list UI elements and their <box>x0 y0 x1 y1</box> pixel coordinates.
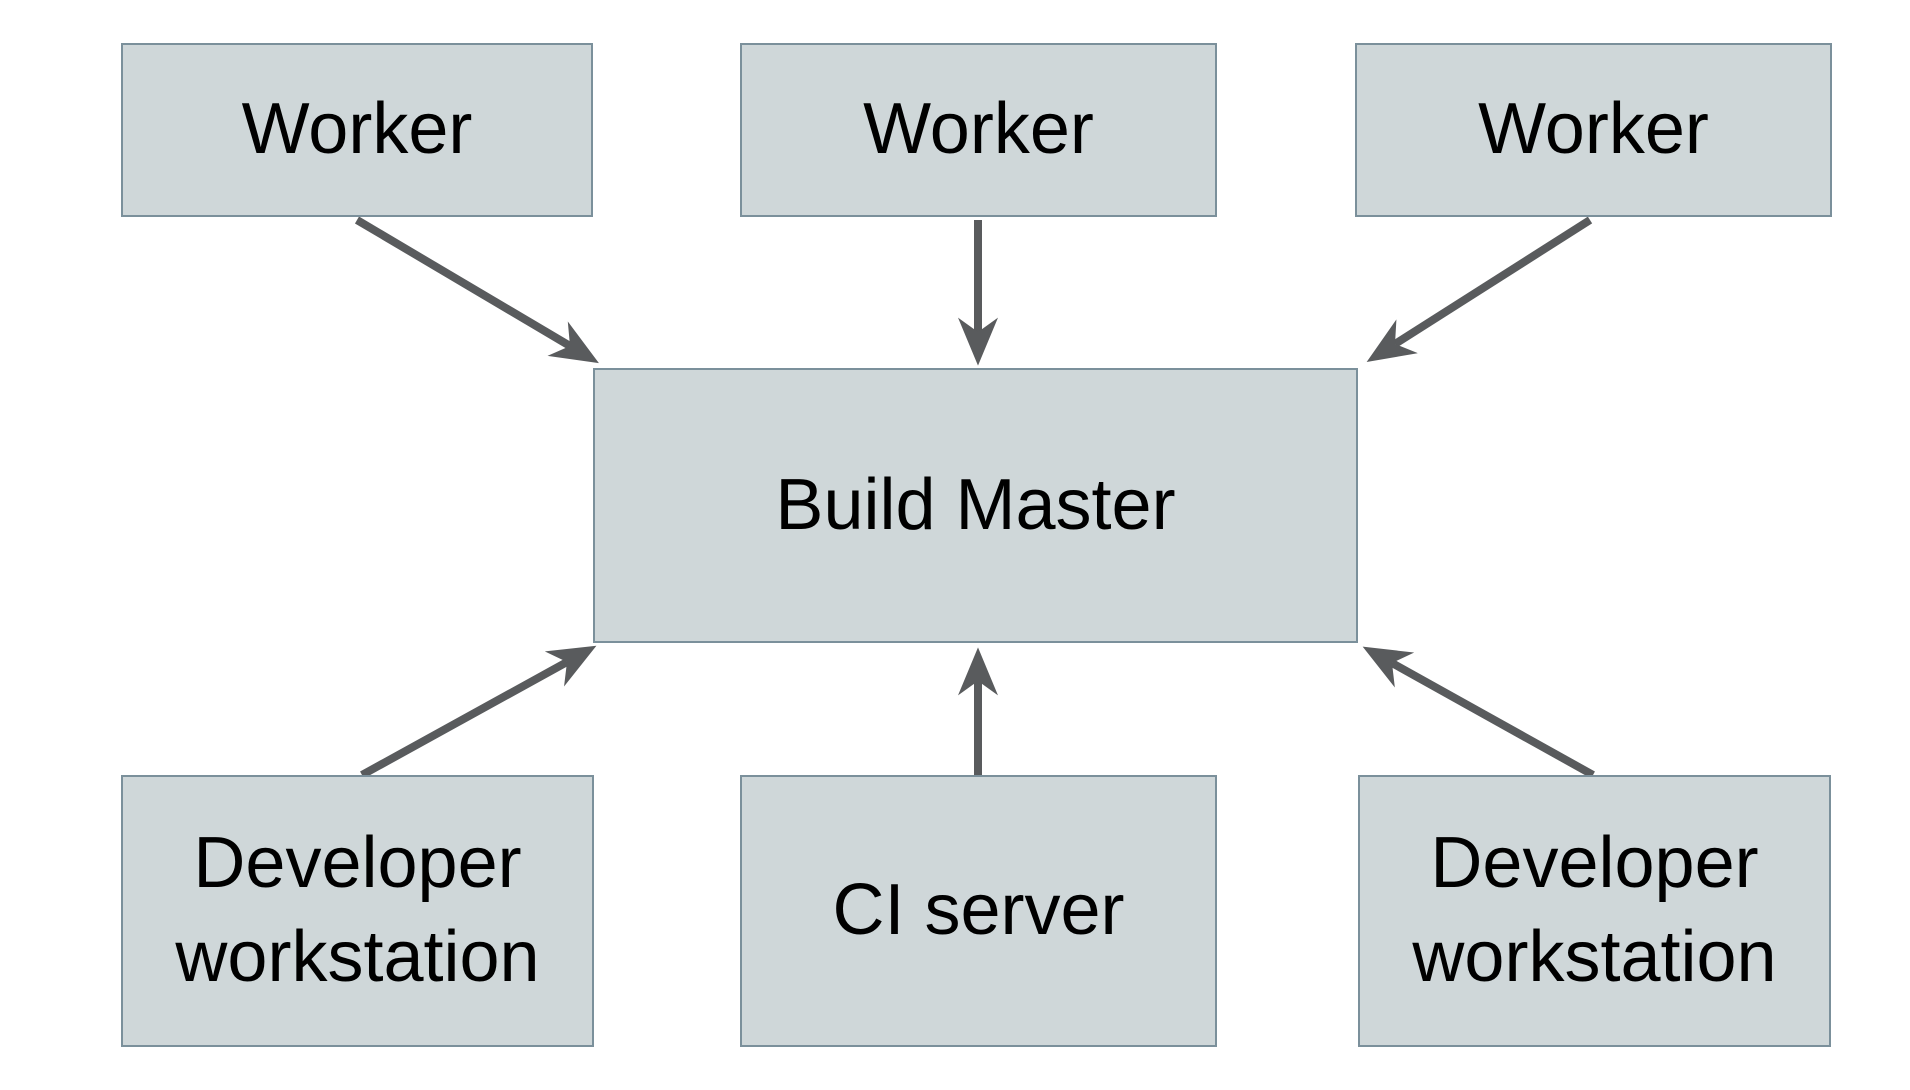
arrow-worker3-to-build-master <box>1366 216 1593 363</box>
node-developer-workstation-left: Developer workstation <box>121 775 594 1047</box>
node-developer-workstation-right: Developer workstation <box>1358 775 1831 1047</box>
node-worker-2: Worker <box>740 43 1217 217</box>
arrow-dev-workstation-left-to-build-master <box>360 645 597 779</box>
node-worker-3-label: Worker <box>1478 89 1709 170</box>
node-developer-workstation-left-label: Developer workstation <box>175 823 540 997</box>
node-ci-server-label: CI server <box>832 870 1125 951</box>
arrow-worker1-to-build-master <box>354 216 599 364</box>
node-worker-1: Worker <box>121 43 593 217</box>
node-worker-1-label: Worker <box>241 89 473 170</box>
node-build-master-label: Build Master <box>775 464 1176 545</box>
node-ci-server: CI server <box>740 775 1217 1047</box>
node-worker-2-label: Worker <box>863 89 1094 170</box>
node-build-master: Build Master <box>593 368 1358 643</box>
node-worker-3: Worker <box>1355 43 1832 217</box>
arrow-dev-workstation-right-to-build-master <box>1362 646 1595 779</box>
node-developer-workstation-right-label: Developer workstation <box>1412 823 1777 997</box>
